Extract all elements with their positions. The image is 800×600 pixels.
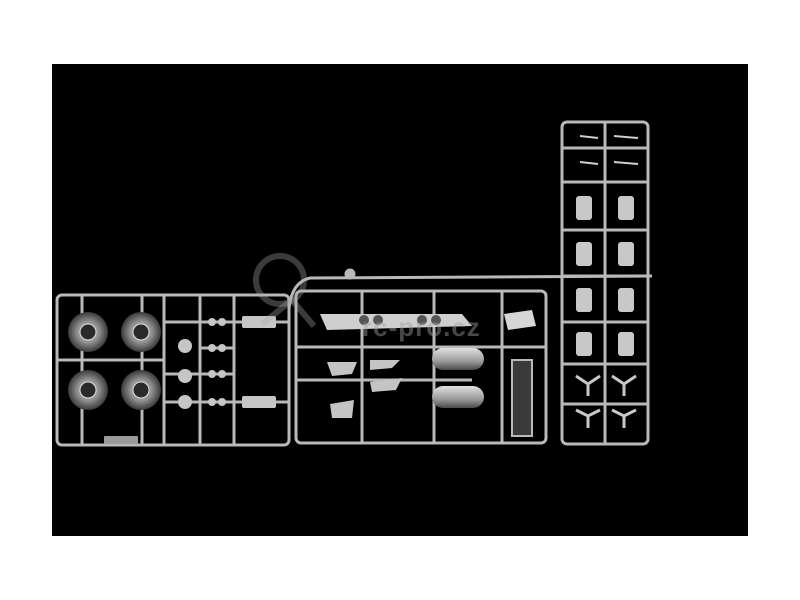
wheel-hub-1 (68, 312, 108, 352)
small-brackets (327, 360, 402, 418)
tripod-parts (575, 374, 637, 428)
watermark-logo-icon (253, 253, 317, 328)
sprue-illustration (55, 120, 653, 447)
connecting-runner (287, 268, 653, 309)
dark-plate (511, 359, 533, 437)
wheel-hub-2 (121, 312, 161, 352)
mudguard-part (504, 310, 536, 330)
headlight-bar (320, 314, 472, 330)
sprue-photo (52, 64, 748, 536)
fuel-tank-1 (432, 348, 484, 370)
right-sprue-frame (560, 120, 650, 446)
wheel-hub-3 (68, 370, 108, 410)
fuel-tank-2 (432, 386, 484, 408)
small-parts-left (104, 316, 276, 444)
cylinder-parts (576, 196, 634, 356)
watermark-text: rc-pro.cz (362, 312, 481, 342)
lever-parts (579, 135, 639, 165)
wheel-hub-4 (121, 370, 161, 410)
